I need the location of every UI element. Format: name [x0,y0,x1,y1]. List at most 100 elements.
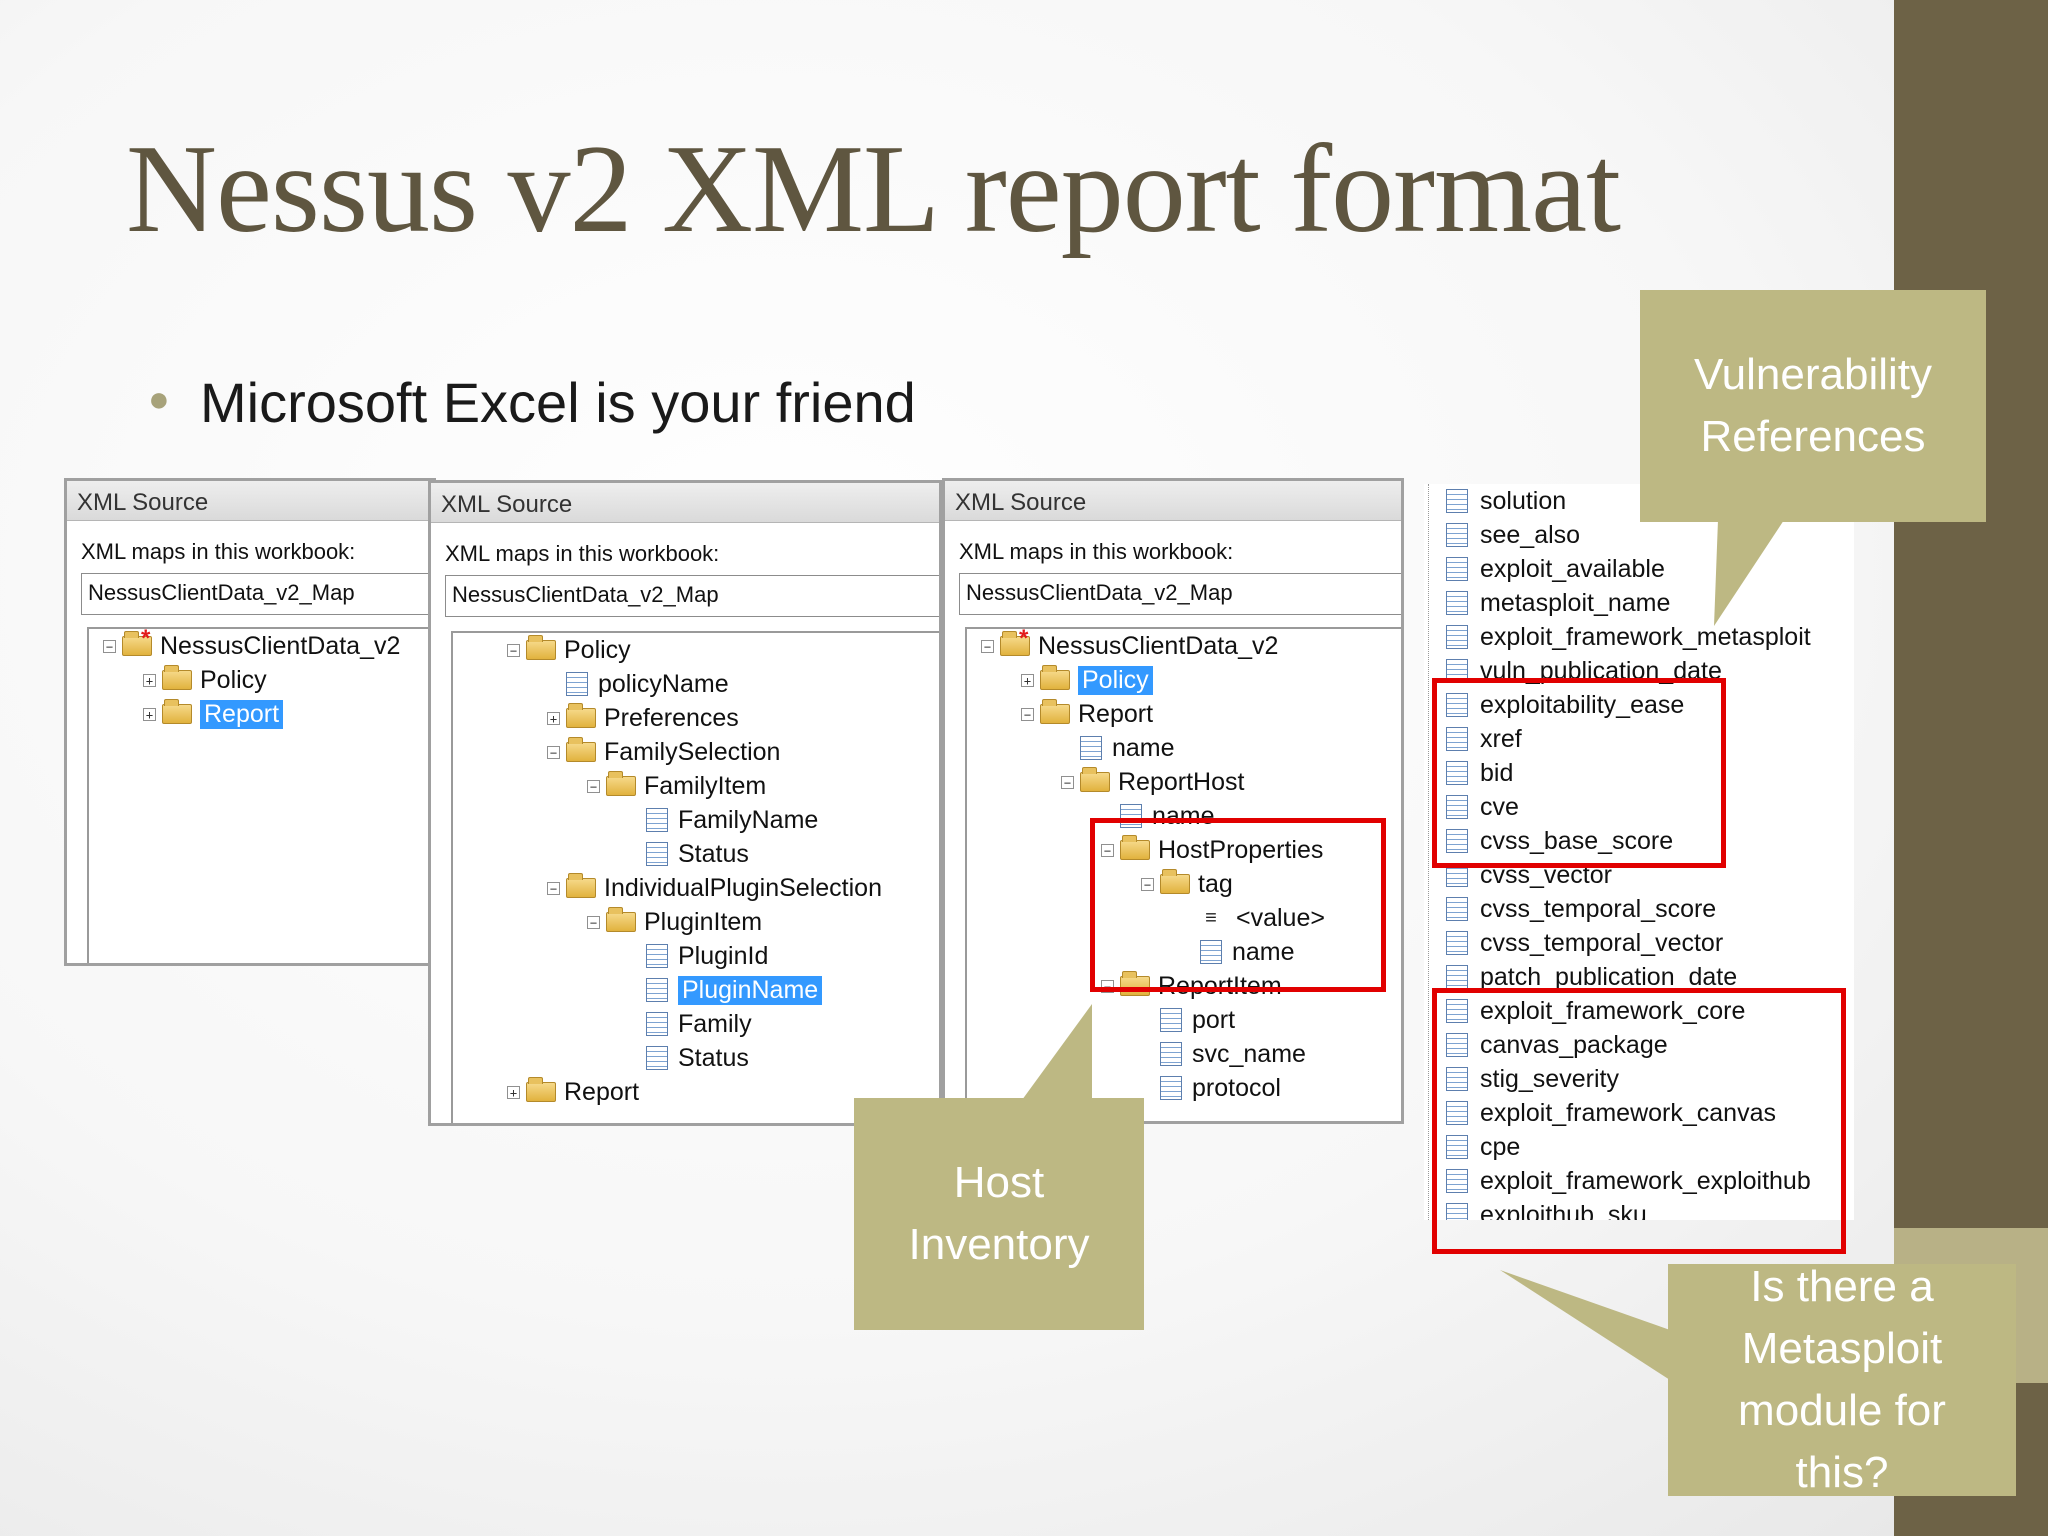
tree-node[interactable]: svc_name [1141,1039,1306,1069]
tree-node[interactable]: Family [627,1009,752,1039]
field-item[interactable]: exploit_framework_canvas [1446,1098,1776,1128]
field-item[interactable]: exploit_available [1446,554,1665,584]
tree-node[interactable]: −PluginItem [587,907,762,937]
tree-node[interactable]: Status [627,1043,749,1073]
tree-node-label: Policy [1078,665,1153,695]
callout-line: module for [1738,1386,1946,1435]
field-label: exploithub_sku [1480,1200,1647,1221]
xml-element-icon [1446,1067,1468,1091]
collapse-icon[interactable]: − [1021,707,1034,721]
tree-node[interactable]: −Policy [507,635,631,665]
xml-element-icon [1446,999,1468,1023]
collapse-icon[interactable]: − [1141,877,1154,891]
tree-node[interactable]: FamilyName [627,805,818,835]
field-item[interactable]: exploithub_sku [1446,1200,1647,1220]
tree-node[interactable]: PluginId [627,941,768,971]
tree-node[interactable]: − HostProperties [1101,835,1323,865]
tree-node[interactable]: + Report [507,1077,639,1107]
field-item[interactable]: solution [1446,486,1566,516]
field-item[interactable]: cvss_temporal_vector [1446,928,1723,958]
expand-icon[interactable]: + [507,1085,520,1099]
xml-element-icon [1446,727,1468,751]
bullet-text: Microsoft Excel is your friend [200,371,916,434]
tree-node-label: HostProperties [1158,835,1324,864]
tree-node-label: Report [200,699,284,729]
tree-node-label: tag [1198,869,1233,898]
expand-icon[interactable]: + [547,711,560,725]
expand-icon[interactable]: + [143,673,156,687]
collapse-icon[interactable]: − [1101,843,1114,857]
tree-node-selected[interactable]: + Report [143,699,284,729]
tree-node[interactable]: − NessusClientData_v2 [103,625,401,661]
field-item[interactable]: cvss_base_score [1446,826,1673,856]
pane-header: XML Source [67,481,433,521]
xml-element-icon [1446,829,1468,853]
field-label: stig_severity [1480,1064,1619,1093]
field-item[interactable]: cpe [1446,1132,1520,1162]
tree-node-label: NessusClientData_v2 [160,631,401,660]
tree-node[interactable]: Status [627,839,749,869]
xml-map-select[interactable]: NessusClientData_v2_Map [445,575,939,617]
tree-node-label: PluginName [678,975,823,1005]
xml-map-select[interactable]: NessusClientData_v2_Map [959,573,1401,615]
tree-node[interactable]: + Preferences [547,703,739,733]
field-item[interactable]: metasploit_name [1446,588,1670,618]
field-item[interactable]: exploitability_ease [1446,690,1684,720]
tree-node[interactable]: ≡<value> [1181,903,1325,933]
tree-node[interactable]: −FamilySelection [547,737,780,767]
xml-element-icon [566,672,588,696]
xml-element-icon [1446,591,1468,615]
tree-node-label: protocol [1192,1073,1281,1102]
field-item[interactable]: exploit_framework_core [1446,996,1745,1026]
tree-node[interactable]: −NessusClientData_v2 [981,625,1278,661]
tree-node[interactable]: −Report [1021,699,1153,729]
tree-node-label: name [1232,937,1295,966]
collapse-icon[interactable]: − [1061,775,1074,789]
field-label: exploit_framework_metasploit [1480,622,1811,651]
field-item[interactable]: stig_severity [1446,1064,1619,1094]
tree-node-label: Preferences [604,703,739,732]
xml-tree: −NessusClientData_v2 + Policy −Report nam… [965,625,1401,1121]
tree-node[interactable]: name [1061,733,1175,763]
tree-node-selected[interactable]: + Policy [1021,665,1153,695]
tree-node[interactable]: −FamilyItem [587,771,766,801]
tree-node-label: port [1192,1005,1236,1034]
expand-icon[interactable]: + [143,707,156,721]
callout-line: Metasploit [1741,1324,1943,1373]
field-item[interactable]: cve [1446,792,1519,822]
tree-node-selected[interactable]: PluginName [627,975,823,1005]
tree-node[interactable]: name [1181,937,1295,967]
field-item[interactable]: bid [1446,758,1513,788]
field-label: canvas_package [1480,1030,1668,1059]
xml-element-icon [1160,1042,1182,1066]
xml-map-select[interactable]: NessusClientData_v2_Map [81,573,433,615]
xml-element-icon [1446,1203,1468,1220]
field-item[interactable]: see_also [1446,520,1580,550]
tree-node[interactable]: − ReportHost [1061,767,1244,797]
field-item[interactable]: xref [1446,724,1522,754]
tree-node[interactable]: protocol [1141,1073,1281,1103]
collapse-icon[interactable]: − [981,639,994,653]
field-item[interactable]: canvas_package [1446,1030,1668,1060]
tree-node[interactable]: policyName [547,669,729,699]
field-item[interactable]: cvss_temporal_score [1446,894,1716,924]
collapse-icon[interactable]: − [547,745,560,759]
field-item[interactable]: exploit_framework_exploithub [1446,1166,1811,1196]
folder-icon [1160,869,1190,894]
field-item[interactable]: exploit_framework_metasploit [1446,622,1811,652]
tree-node[interactable]: − tag [1141,869,1233,899]
tree-node[interactable]: −IndividualPluginSelection [547,873,882,903]
tree-node-label: Report [564,1077,640,1106]
collapse-icon[interactable]: − [587,779,600,793]
folder-icon [566,703,596,728]
collapse-icon[interactable]: − [507,643,520,657]
collapse-icon[interactable]: − [547,881,560,895]
tree-node[interactable]: + Policy [143,665,267,695]
expand-icon[interactable]: + [1021,673,1034,687]
tree-node-label: ReportHost [1118,767,1245,796]
pane-header: XML Source [431,483,939,523]
field-item[interactable]: patch_publication_date [1446,962,1737,992]
collapse-icon[interactable]: − [103,639,116,653]
collapse-icon[interactable]: − [587,915,600,929]
tree-node[interactable]: port [1141,1005,1235,1035]
